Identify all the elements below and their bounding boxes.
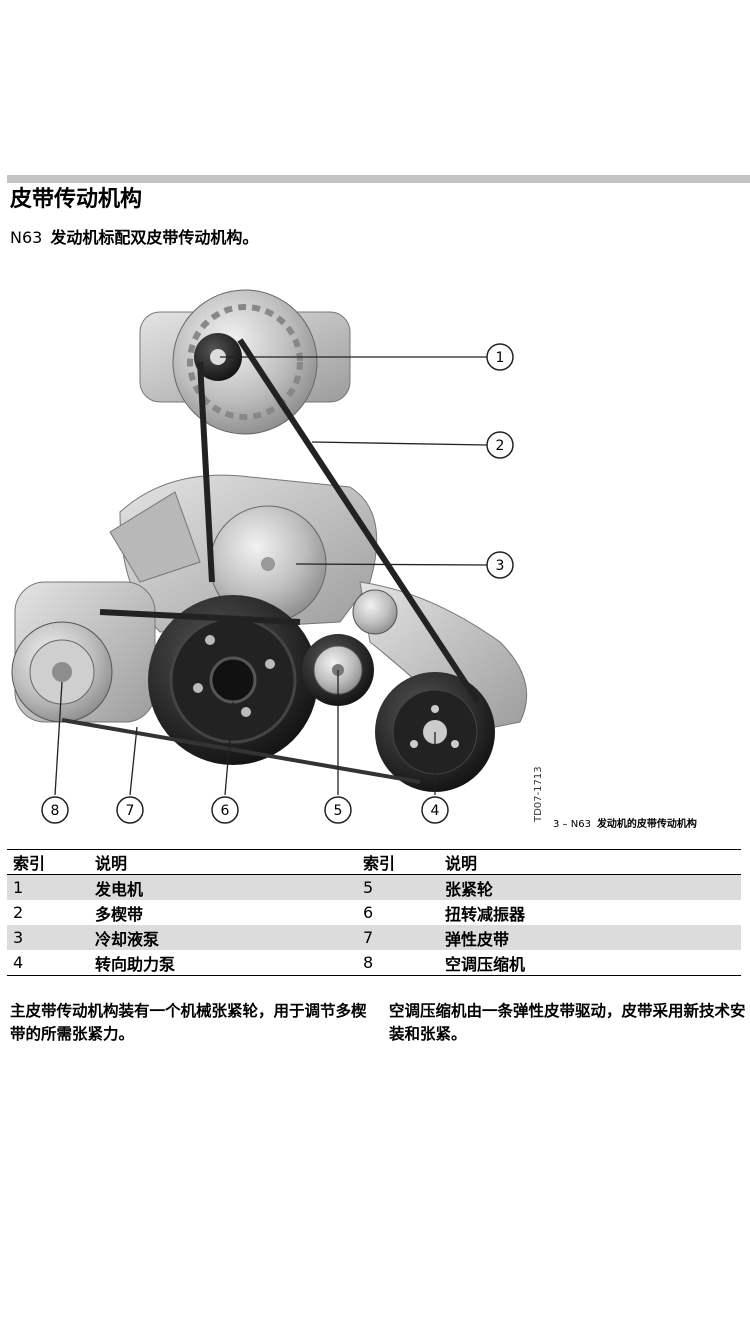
callout-6: 6 [221,803,230,819]
table-row: 4 转向助力泵 8 空调压缩机 [7,950,741,976]
index-cell: 1 [7,874,89,900]
coolant-pump [209,505,327,623]
desc-cell: 扭转减振器 [445,904,526,924]
callout-8: 8 [51,803,60,819]
header-index-2: 索引 [357,849,439,875]
index-cell: 6 [363,903,374,922]
figure-code: TD07-1713 [533,766,544,822]
caption-text: 发动机的皮带传动机构 [596,819,697,830]
elastic-belt [61,718,421,784]
body-paragraph-left: 主皮带传动机构装有一个机械张紧轮，用于调节多楔带的所需张紧力。 [10,1002,367,1043]
idler-pulley [352,589,398,635]
header-desc-1: 说明 [89,849,357,875]
legend-header-row: 索引 说明 索引 说明 [7,849,741,875]
section-subtitle: N63 发动机标配双皮带传动机构。 [10,227,258,249]
table-row: 1 发电机 5 张紧轮 [7,874,741,900]
index-cell: 5 [357,874,439,900]
ac-compressor [11,581,156,723]
callout-circle-6 [211,796,239,824]
caption-number: 3 – N63 [553,819,591,830]
desc-cell: 发电机 [89,874,357,900]
table-row: 3 冷却液泵 7 弹性皮带 [7,925,741,950]
header-desc-2: 说明 [439,849,741,875]
callout-leaders [54,356,488,796]
index-cell: 7 [357,925,439,950]
belt-drive-illustration: 1 2 3 4 5 6 7 8 [11,289,528,824]
alternator [139,289,351,435]
section-title: 皮带传动机构 [10,187,143,212]
callout-4: 4 [431,803,440,819]
desc-cell: 弹性皮带 [439,925,741,950]
callout-circle-1 [486,343,514,371]
callout-circle-7 [116,796,144,824]
desc-cell: 多楔带 [95,904,144,924]
callout-markers [41,343,514,824]
callout-circle-8 [41,796,69,824]
body-paragraph-right: 空调压缩机由一条弹性皮带驱动，皮带采用新技术安装和张紧。 [389,1002,746,1043]
callout-circle-2 [486,431,514,459]
multi-rib-belt [99,338,481,704]
callout-circle-3 [486,551,514,579]
desc-cell: 张紧轮 [439,874,741,900]
desc-cell: 冷却液泵 [89,925,357,950]
callout-3: 3 [496,558,505,574]
legend-table: 索引 说明 索引 说明 1 发电机 5 张紧轮 2 多楔带 6 扭转减振器 3 … [7,849,741,976]
subtitle-text: 发动机标配双皮带传动机构。 [50,228,259,247]
desc-cell: 转向助力泵 [89,950,357,976]
index-cell: 8 [357,950,439,976]
engine-model: N63 [10,228,43,247]
belt-drive-figure: 1 2 3 4 5 6 7 8 [0,262,560,830]
section-top-rule [7,175,750,183]
table-row: 2 多楔带 6 扭转减振器 [7,900,741,925]
callout-7: 7 [126,803,135,819]
callout-circle-4 [421,796,449,824]
header-index-1: 索引 [7,849,89,875]
figure-caption: 3 – N63 发动机的皮带传动机构 [553,815,697,830]
desc-cell: 空调压缩机 [439,950,741,976]
callout-circle-5 [324,796,352,824]
index-cell: 3 [7,925,89,950]
callout-5: 5 [334,803,343,819]
callout-1: 1 [496,350,505,366]
index-cell: 2 [13,903,24,922]
callout-2: 2 [496,438,505,454]
index-cell: 4 [7,950,89,976]
